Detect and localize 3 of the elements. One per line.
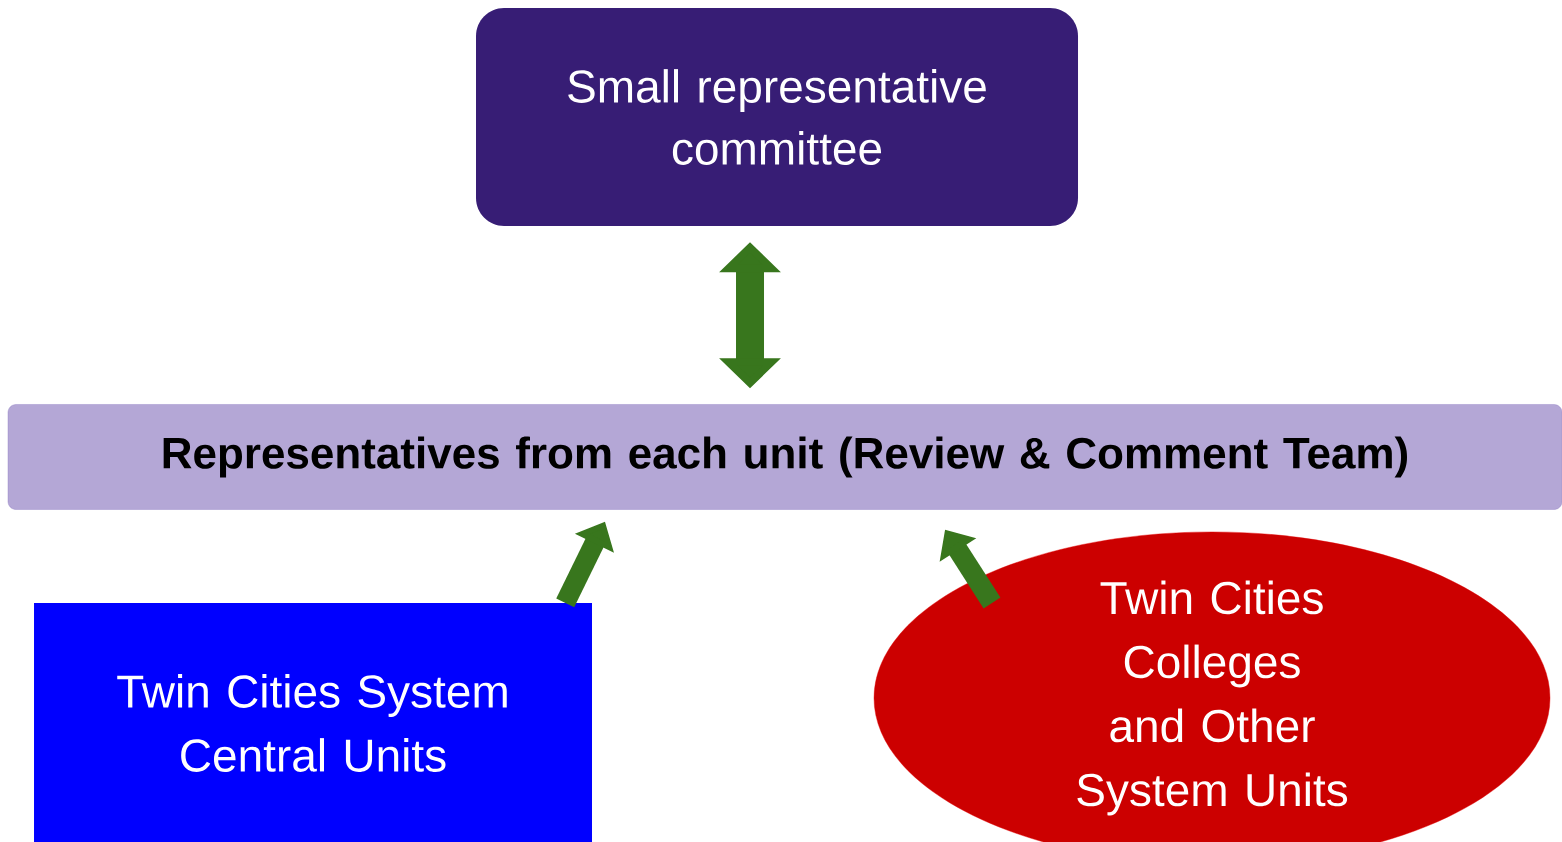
committee-box: Small representative committee (476, 8, 1078, 226)
unit-box: Twin Cities System Central Units (34, 603, 592, 842)
team-band: Representatives from each unit (Review & Comment Team) (7, 404, 1562, 510)
